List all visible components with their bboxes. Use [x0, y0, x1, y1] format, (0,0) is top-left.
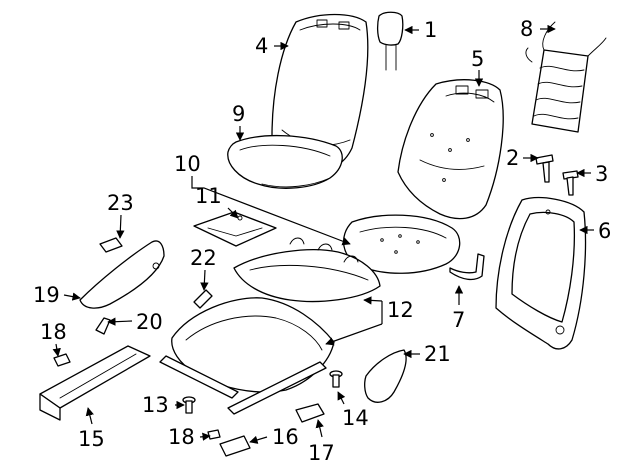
callout-20: 20 — [136, 310, 163, 334]
cap-upper-part — [53, 353, 71, 367]
callout-17: 17 — [308, 441, 335, 465]
cushion-plate-part — [193, 211, 277, 247]
callout-8: 8 — [520, 17, 533, 41]
callout-11: 11 — [195, 184, 222, 208]
bolt-part — [182, 396, 196, 414]
inner-shield-part — [364, 349, 407, 403]
headrest-guide-part — [535, 154, 554, 183]
callout-23: 23 — [107, 191, 134, 215]
callout-1: 1 — [424, 18, 437, 42]
switch-bracket-part — [95, 317, 111, 335]
callout-21: 21 — [424, 342, 451, 366]
callout-14: 14 — [342, 406, 369, 430]
seat-track-frame-part — [159, 297, 335, 415]
track-cover-end-17-part — [295, 403, 325, 423]
seat-suspension-part — [233, 237, 381, 303]
callout-3: 3 — [595, 162, 608, 186]
callout-10: 10 — [174, 152, 201, 176]
callout-18-upper: 18 — [40, 320, 67, 344]
callout-5: 5 — [471, 47, 484, 71]
callout-13: 13 — [142, 393, 169, 417]
bolt-14-part — [329, 370, 343, 388]
side-shield-part — [79, 240, 165, 309]
callout-12: 12 — [387, 298, 414, 322]
callout-9: 9 — [232, 102, 245, 126]
clip-part — [99, 237, 123, 253]
callout-22: 22 — [190, 246, 217, 270]
trim-clip-part — [193, 289, 213, 309]
callout-2: 2 — [506, 146, 519, 170]
callout-leaders — [52, 24, 594, 444]
seat-cushion-cover-part — [227, 134, 343, 189]
track-cover-part — [39, 345, 151, 421]
lumbar-bracket-part — [449, 253, 485, 281]
callout-15: 15 — [78, 427, 105, 451]
callout-19: 19 — [33, 283, 60, 307]
callout-6: 6 — [598, 219, 611, 243]
lumbar-mat-part — [525, 21, 607, 133]
headrest-part — [376, 11, 404, 71]
callout-4: 4 — [255, 34, 268, 58]
callout-labels: 1 2 3 4 5 6 7 8 9 10 11 12 13 14 15 16 1… — [33, 17, 611, 465]
callout-7: 7 — [452, 308, 465, 332]
callout-16: 16 — [272, 425, 299, 449]
track-end-cover-part — [219, 435, 251, 457]
seat-cushion-pad-part — [342, 214, 461, 274]
headrest-guide-lock-part — [562, 170, 579, 196]
cap-lower-part — [207, 429, 221, 440]
seat-back-frame-part — [495, 197, 587, 350]
callout-18-lower: 18 — [168, 425, 195, 449]
seat-back-pad-part — [397, 79, 504, 220]
